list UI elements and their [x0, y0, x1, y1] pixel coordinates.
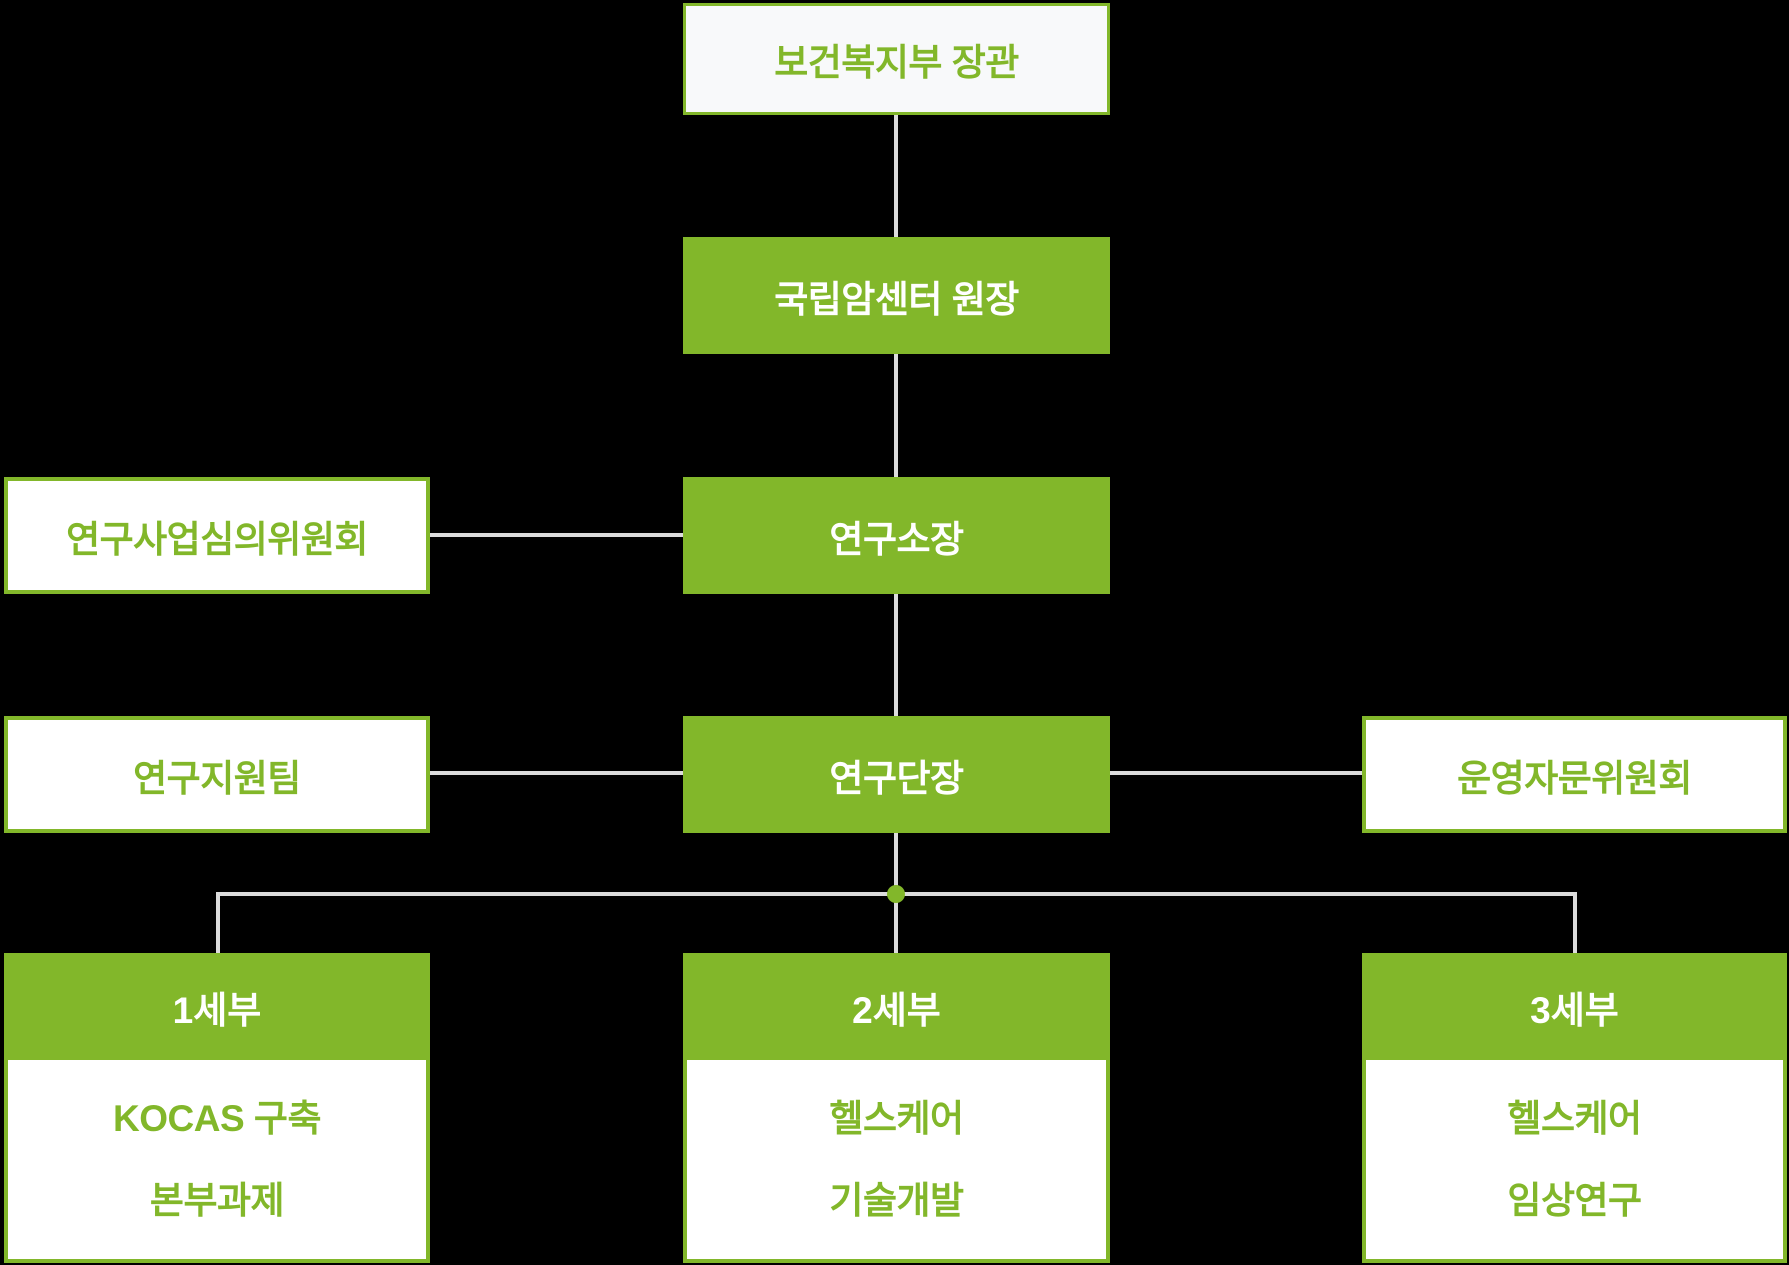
- node-sub1-line2: 본부과제: [149, 1179, 285, 1221]
- node-research-group-head: 연구단장: [683, 716, 1110, 833]
- node-sub3-group: 3세부 헬스케어 임상연구: [1362, 953, 1787, 1263]
- junction-dot: [887, 885, 905, 903]
- node-research-support-team: 연구지원팀: [4, 716, 430, 833]
- node-sub3-header-label: 3세부: [1530, 989, 1619, 1031]
- node-sub1-header: 1세부: [4, 953, 430, 1060]
- node-research-support-team-label: 연구지원팀: [133, 757, 301, 799]
- connector-drop-sub1: [216, 894, 220, 953]
- node-review-committee: 연구사업심의위원회: [4, 477, 430, 594]
- connector-grouphead-advisory: [1110, 771, 1362, 775]
- connector-minister-president: [894, 115, 898, 237]
- node-sub2-header: 2세부: [683, 953, 1110, 1060]
- node-ncc-president: 국립암센터 원장: [683, 237, 1110, 354]
- node-sub1-header-label: 1세부: [172, 989, 262, 1031]
- node-minister: 보건복지부 장관: [683, 3, 1110, 115]
- connector-drop-sub3: [1573, 894, 1577, 953]
- node-sub2-line1: 헬스케어: [829, 1097, 964, 1139]
- node-sub2-group: 2세부 헬스케어 기술개발: [683, 953, 1110, 1263]
- connector-drop-sub2: [894, 894, 898, 953]
- node-sub1-body: KOCAS 구축 본부과제: [8, 1060, 426, 1259]
- node-sub1-group: 1세부 KOCAS 구축 본부과제: [4, 953, 430, 1263]
- node-operation-advisory-committee-label: 운영자문위원회: [1457, 757, 1692, 799]
- node-review-committee-label: 연구사업심의위원회: [66, 518, 368, 560]
- node-sub3-header: 3세부: [1362, 953, 1787, 1060]
- node-sub3-line2: 임상연구: [1507, 1179, 1642, 1221]
- connector-director-grouphead: [894, 594, 898, 716]
- node-research-institute-director-label: 연구소장: [829, 518, 964, 560]
- node-sub2-body: 헬스케어 기술개발: [687, 1060, 1106, 1259]
- connector-president-director: [894, 354, 898, 477]
- node-research-institute-director: 연구소장: [683, 477, 1110, 594]
- node-minister-label: 보건복지부 장관: [774, 42, 1019, 83]
- connector-supportteam-grouphead: [430, 771, 683, 775]
- node-operation-advisory-committee: 운영자문위원회: [1362, 716, 1787, 833]
- node-sub2-line2: 기술개발: [829, 1179, 964, 1221]
- node-sub3-body: 헬스케어 임상연구: [1366, 1060, 1783, 1259]
- node-ncc-president-label: 국립암센터 원장: [774, 278, 1019, 320]
- node-sub1-line1: KOCAS 구축: [113, 1097, 321, 1139]
- node-research-group-head-label: 연구단장: [829, 757, 964, 799]
- connector-committee-director: [430, 533, 683, 537]
- connector-grouphead-junction: [894, 833, 898, 894]
- node-sub2-header-label: 2세부: [852, 989, 941, 1031]
- node-sub3-line1: 헬스케어: [1507, 1097, 1642, 1139]
